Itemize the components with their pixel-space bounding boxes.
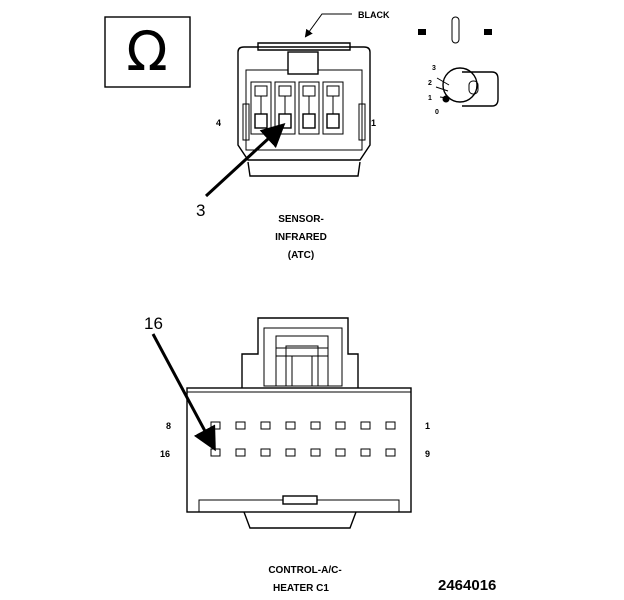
control-connector-cavities	[210, 421, 396, 457]
key-position-3: 3	[432, 65, 436, 72]
control-ac-heater-connector	[186, 317, 412, 529]
sensor-caption-line-2: INFRARED	[275, 232, 327, 243]
sensor-infrared-connector	[237, 42, 371, 177]
control-callout-16: 16	[144, 314, 163, 333]
control-pin-1-label: 1	[425, 421, 430, 431]
control-pin-16-label: 16	[160, 449, 170, 459]
control-caption-line-2: HEATER C1	[273, 583, 329, 594]
control-pin-8-label: 8	[166, 421, 171, 431]
sensor-pin-4-label: 4	[216, 118, 221, 128]
control-caption-line-1: CONTROL-A/C-	[268, 565, 341, 576]
omega-icon: Ω	[126, 20, 167, 83]
sensor-callout-arrow	[204, 122, 286, 198]
control-callout-arrow	[151, 333, 216, 452]
ohmmeter-symbol: Ω	[104, 16, 191, 88]
key-position-0: 0	[435, 109, 439, 116]
control-pin-9-label: 9	[425, 449, 430, 459]
key-position-1: 1	[428, 95, 432, 102]
ignition-key-icon	[418, 16, 499, 107]
sensor-caption-line-3: (ATC)	[288, 250, 314, 261]
sensor-pin-1-label: 1	[371, 118, 376, 128]
color-pointer-arrow	[304, 13, 352, 38]
sensor-caption-line-1: SENSOR-	[278, 214, 324, 225]
sensor-callout-3: 3	[196, 201, 205, 220]
figure-number: 2464016	[438, 577, 496, 594]
sensor-cavities	[250, 81, 344, 135]
key-position-2: 2	[428, 80, 432, 87]
connector-color-label: BLACK	[358, 10, 390, 20]
